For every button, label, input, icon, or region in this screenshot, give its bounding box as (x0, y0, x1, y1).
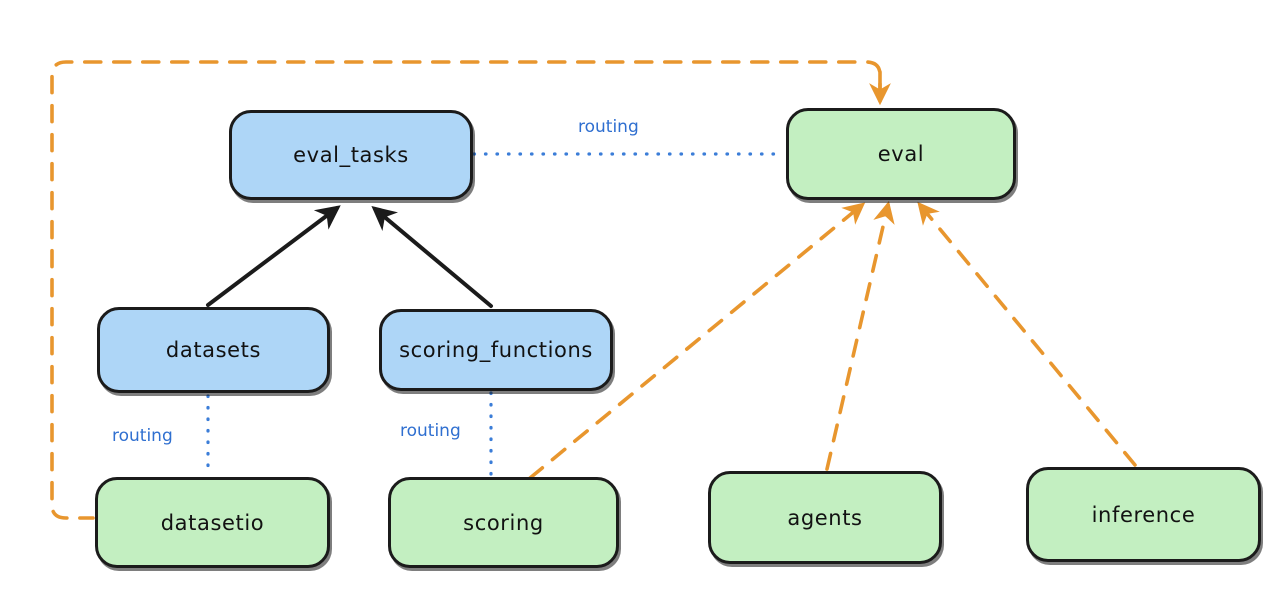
edge-eval-datasetio (50, 60, 882, 520)
node-label: inference (1091, 502, 1196, 527)
node-label: scoring (463, 510, 544, 535)
node-scoring[interactable]: scoring (388, 477, 619, 568)
node-label: scoring_functions (399, 338, 593, 362)
node-label: agents (787, 505, 863, 530)
node-agents[interactable]: agents (708, 471, 942, 564)
edge-inference-eval (917, 201, 1137, 467)
node-label: eval_tasks (293, 143, 409, 167)
edge-scoring-eval (528, 202, 866, 480)
edge-scoring_fns-eval_tasks (371, 206, 493, 308)
node-scoring-functions[interactable]: scoring_functions (379, 309, 613, 391)
edge-label-routing-scoring: routing (400, 421, 461, 441)
node-label: datasets (165, 338, 262, 362)
edge-label-routing-eval: routing (578, 117, 639, 137)
node-eval[interactable]: eval (786, 108, 1016, 200)
node-label: eval (877, 142, 925, 166)
node-eval-tasks[interactable]: eval_tasks (229, 110, 473, 200)
node-datasets[interactable]: datasets (97, 307, 330, 393)
node-inference[interactable]: inference (1026, 467, 1261, 562)
edge-datasets-eval_tasks (206, 205, 341, 307)
node-datasetio[interactable]: datasetio (95, 477, 330, 568)
edge-label-routing-datasetio: routing (112, 426, 173, 446)
edge-agents-eval (825, 200, 895, 471)
node-label: datasetio (160, 510, 265, 535)
